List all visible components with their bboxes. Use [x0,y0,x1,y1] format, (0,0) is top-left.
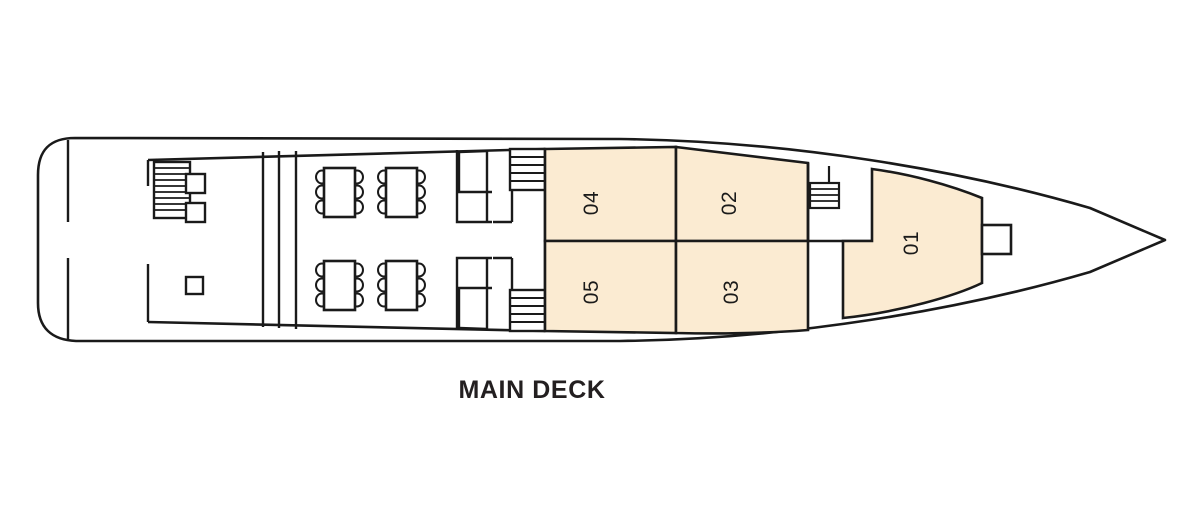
dining-table-4 [377,259,426,312]
dining-table-1 [315,166,364,219]
midship-bulkhead-lines [261,151,298,329]
midship-staircase-lower [508,288,547,333]
stern-square-lower [184,201,207,224]
cabin-01-label: 01 [900,231,923,255]
midship-staircase-upper [508,147,547,192]
cabin-01[interactable]: 01 [841,167,984,320]
cabin-02-label: 02 [718,191,741,215]
service-partition-upper [455,149,492,224]
stern-square-aft [184,275,205,296]
cabin-03-label: 03 [720,280,743,304]
cabin-04-label: 04 [580,191,603,215]
cabin-02[interactable]: 02 [674,145,810,243]
forward-staircase [808,166,841,210]
stern-staircase [152,160,192,220]
bow-square [980,223,1013,256]
stern-square-upper [184,172,207,195]
dining-table-2 [377,166,426,219]
cabin-04[interactable]: 04 [543,145,678,243]
corridor-stubs [493,220,512,260]
dining-table-3 [315,259,364,312]
cabin-03[interactable]: 03 [674,239,810,335]
service-partition-lower [455,256,492,331]
cabin-05-label: 05 [580,280,603,304]
cabin-05[interactable]: 05 [543,239,678,335]
deck-title: MAIN DECK [458,376,606,404]
